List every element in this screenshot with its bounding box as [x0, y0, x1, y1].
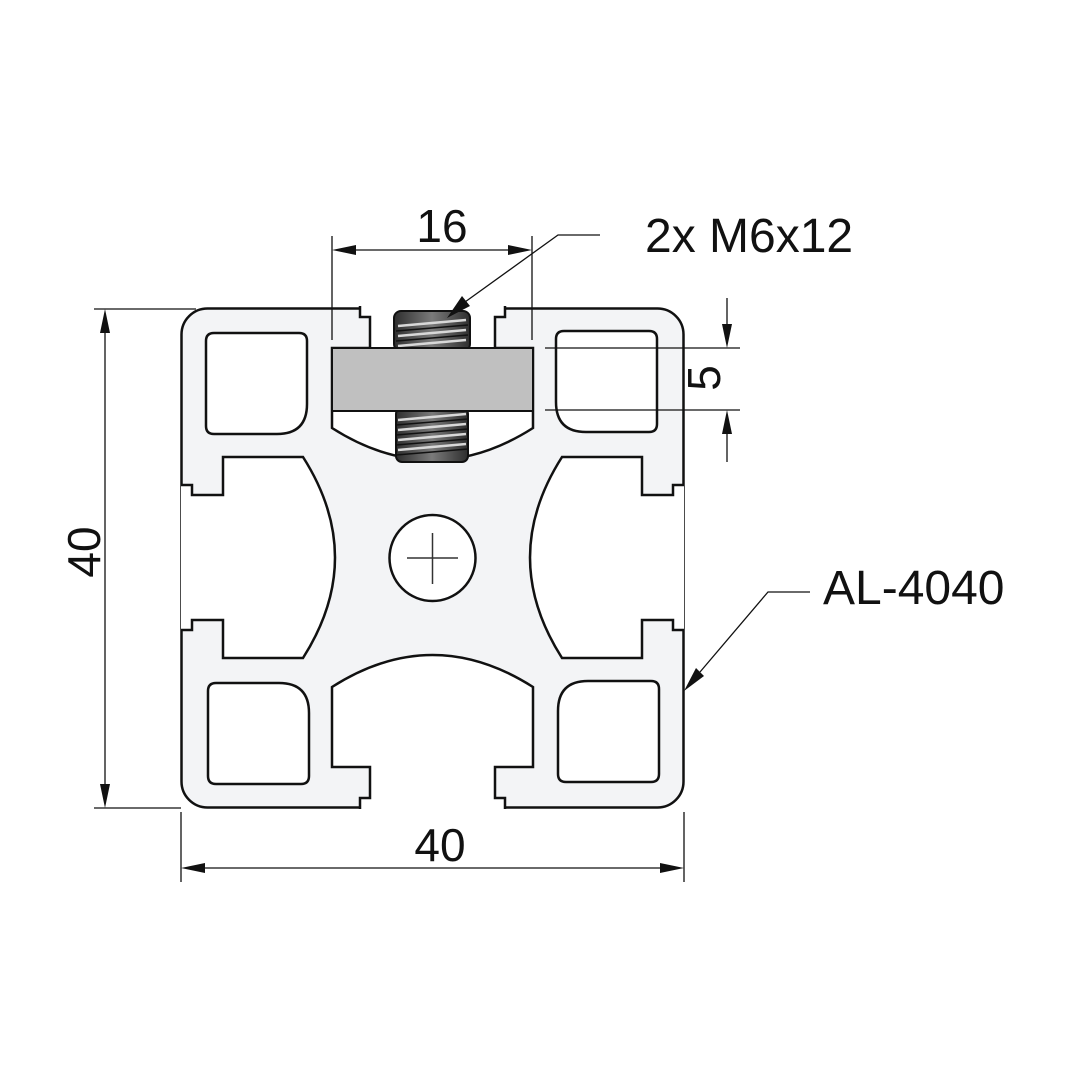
- arrow-icon: [447, 296, 470, 318]
- arrow-icon: [722, 324, 732, 348]
- arrow-icon: [100, 309, 110, 333]
- arrow-icon: [332, 245, 356, 255]
- hollow-top-left: [204, 331, 309, 436]
- hollow-bottom-left: [206, 681, 311, 786]
- arrow-icon: [722, 410, 732, 434]
- slot-width-label: 16: [416, 200, 467, 252]
- arrow-icon: [508, 245, 532, 255]
- t-nut: [331, 347, 534, 412]
- aluminum-profile: [179, 304, 686, 811]
- arrow-icon: [660, 863, 684, 873]
- nut-thickness-label: 5: [678, 365, 730, 391]
- height-label: 40: [58, 526, 110, 577]
- profile-callout: AL-4040: [823, 562, 1004, 615]
- center-mark-icon: [407, 533, 458, 584]
- screw-callout: 2x M6x12: [645, 210, 853, 263]
- width-label: 40: [414, 819, 465, 871]
- hollow-top-right: [554, 329, 659, 434]
- hollow-bottom-right: [556, 679, 661, 784]
- arrow-icon: [181, 863, 205, 873]
- dimension-lines: [94, 234, 810, 882]
- dimension-arrows: [100, 245, 732, 873]
- arrow-icon: [684, 668, 704, 691]
- arrow-icon: [100, 784, 110, 808]
